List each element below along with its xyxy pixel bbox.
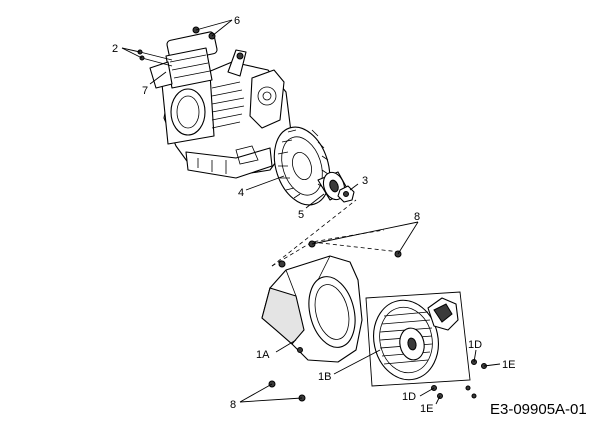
callout-4: 4 bbox=[238, 187, 244, 199]
flywheel bbox=[273, 126, 331, 206]
drawing-code: E3-09905A-01 bbox=[490, 401, 587, 418]
starter-handle bbox=[427, 297, 459, 331]
leader-lines bbox=[121, 19, 501, 405]
recoil-starter-frame bbox=[365, 291, 471, 387]
callout-8-lower: 8 bbox=[230, 399, 236, 411]
hardware-1d-1e-bottom bbox=[431, 385, 477, 399]
recoil-starter bbox=[373, 299, 439, 381]
callout-1d-right: 1D bbox=[468, 339, 482, 351]
callout-8-upper: 8 bbox=[414, 211, 420, 223]
callout-5: 5 bbox=[298, 209, 304, 221]
alignment-lines bbox=[271, 199, 401, 267]
callout-6: 6 bbox=[234, 15, 240, 27]
callout-1d-bottom: 1D bbox=[402, 391, 416, 403]
callout-2: 2 bbox=[112, 43, 118, 55]
blower-housing bbox=[261, 255, 363, 363]
engine-block bbox=[161, 49, 293, 179]
callout-1a: 1A bbox=[256, 349, 270, 361]
callout-1b: 1B bbox=[318, 371, 331, 383]
callout-3: 3 bbox=[362, 175, 368, 187]
starter-bolts bbox=[137, 49, 173, 67]
starter-motor bbox=[149, 26, 218, 89]
callout-1e-bottom: 1E bbox=[420, 403, 433, 415]
callout-7: 7 bbox=[142, 85, 148, 97]
callout-1e-right: 1E bbox=[502, 359, 515, 371]
